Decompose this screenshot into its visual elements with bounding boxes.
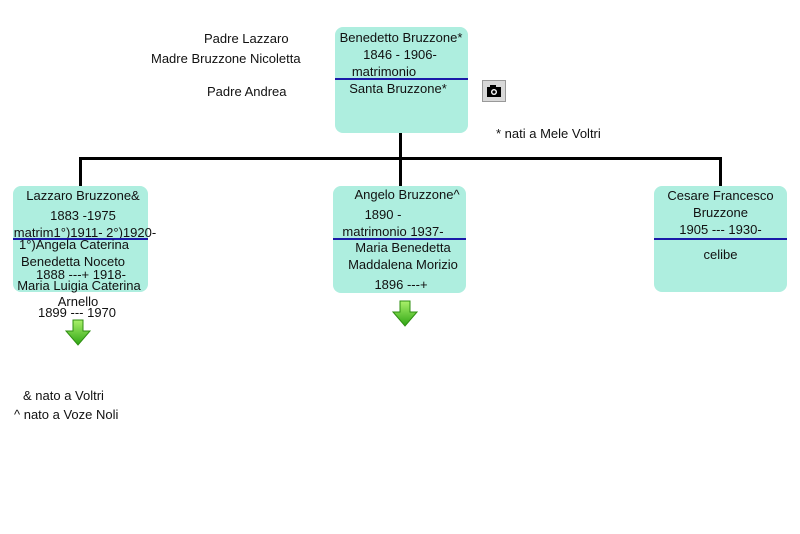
child3-years: 1905 --- 1930-: [679, 222, 762, 237]
child1-name: Lazzaro Bruzzone&: [26, 188, 140, 203]
child2-spouse-line2: Maddalena Morizio: [348, 257, 458, 272]
child1-spouse2-line2: Arnello: [57, 294, 99, 309]
child1-spouse2-line1: Maria Luigia Caterina: [17, 278, 141, 293]
child1-expand-arrow-icon[interactable]: [65, 319, 91, 346]
child2-spouse-line1: Maria Benedetta: [355, 240, 451, 255]
child1-spouse2-years: 1899 --- 1970: [37, 305, 117, 320]
child1-spouse1-line2: Benedetta Noceto: [20, 254, 126, 269]
child1-divider: [13, 238, 148, 240]
mother-label: Madre Bruzzone Nicoletta: [151, 51, 301, 66]
note-mele-voltri: * nati a Mele Voltri: [496, 126, 601, 141]
child2-divider: [333, 238, 466, 240]
root-divider: [335, 78, 468, 80]
child1-connector: [79, 157, 82, 187]
legend-voltri: & nato a Voltri: [23, 388, 104, 403]
root-connector: [399, 133, 402, 158]
father-label: Padre Lazzaro: [204, 31, 289, 46]
root-years: 1846 - 1906-: [363, 47, 437, 62]
child1-marriage: matrim1°)1911- 2°)1920-: [13, 225, 157, 240]
child3-divider: [654, 238, 787, 240]
legend-voze: ^ nato a Voze Noli: [14, 407, 119, 422]
child1-years: 1883 -1975: [50, 208, 116, 223]
root-marriage: matrimonio: [351, 64, 417, 79]
child2-spouse-years: 1896 ---+: [374, 277, 428, 292]
child2-years: 1890 -: [364, 207, 402, 222]
child3-connector: [719, 157, 722, 187]
child1-spouse1-years: 1888 ---+ 1918-: [36, 267, 126, 282]
child2-name: Angelo Bruzzone^: [354, 187, 460, 202]
root-person-box[interactable]: [335, 27, 468, 133]
child2-marriage: matrimonio 1937-: [342, 224, 444, 239]
spouse-father-label: Padre Andrea: [207, 84, 287, 99]
child3-name-line2: Bruzzone: [693, 205, 748, 220]
child3-name-line1: Cesare Francesco: [667, 188, 774, 203]
root-name: Benedetto Bruzzone*: [339, 30, 463, 45]
child2-connector: [399, 157, 402, 187]
child3-status: celibe: [703, 247, 738, 262]
root-spouse: Santa Bruzzone*: [349, 81, 447, 96]
child2-expand-arrow-icon[interactable]: [392, 300, 418, 327]
child1-spouse1-line1: 1°)Angela Caterina: [19, 237, 129, 252]
camera-icon[interactable]: [482, 80, 506, 102]
